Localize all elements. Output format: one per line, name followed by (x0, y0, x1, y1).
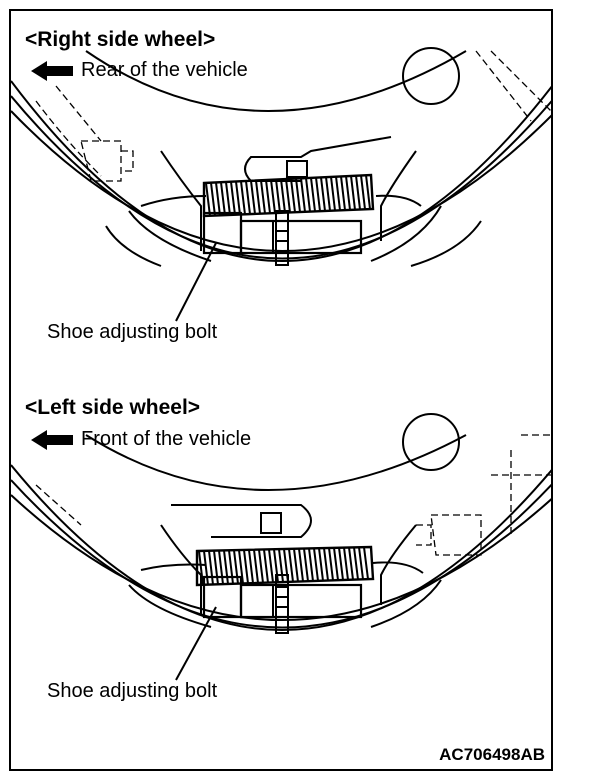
spring-coil-turn (363, 546, 369, 580)
shoe-adjusting-bolt-label: Shoe adjusting bolt (47, 680, 218, 702)
lever-loop (171, 504, 312, 538)
right-wheel-drawing (11, 47, 551, 322)
callout-leader (175, 242, 217, 322)
spring-coil-turn (303, 548, 309, 582)
hub-hole (402, 47, 460, 105)
spring-coil-turn (283, 548, 289, 583)
spring-coil-turn (238, 549, 244, 584)
spring-coil-turn (298, 548, 304, 582)
spring-coil-turn (320, 177, 326, 212)
spring-coil-turn (290, 178, 296, 213)
spring-coil-turn (230, 181, 236, 216)
right-wheel-heading: <Right side wheel> (25, 28, 216, 51)
spring-coil-turn (270, 179, 276, 214)
spring-coil-turn (285, 178, 291, 213)
spring-coil-turn (243, 549, 249, 584)
callout-leader (175, 606, 217, 681)
spring-coil-turn (280, 179, 286, 213)
spring-coil-turn (343, 547, 349, 580)
spring-coil-turn (235, 181, 241, 215)
direction-label: Rear of the vehicle (81, 59, 248, 81)
direction-label: Front of the vehicle (81, 428, 252, 450)
spring-coil-turn (333, 547, 339, 581)
diagram-frame: <Right side wheel> Rear of the vehicle S… (9, 9, 553, 771)
right-wheel-panel: <Right side wheel> Rear of the vehicle S… (11, 11, 551, 371)
spring-coil-turn (208, 550, 214, 585)
spring-coil-turn (330, 176, 336, 211)
spring-coil-turn (305, 177, 311, 212)
spring-coil-turn (300, 178, 306, 212)
spring-coil-turn (273, 549, 279, 583)
spring-coil-turn (358, 547, 364, 580)
backing-plate-arc (85, 50, 467, 112)
star-wheel (275, 210, 289, 266)
right-wheel-direction: Rear of the vehicle (31, 59, 248, 82)
spring-coil-turn (223, 550, 229, 585)
spring-coil-turn (253, 549, 259, 584)
spring-coil-turn (335, 176, 341, 211)
left-arrow-icon (31, 60, 73, 81)
spring-coil-turn (228, 550, 234, 585)
spring-coil-turn (240, 181, 246, 215)
left-arrow-icon (31, 429, 73, 450)
spring-coil-turn (365, 174, 371, 210)
spring-coil-turn (360, 175, 366, 210)
spring-coil-turn (275, 179, 281, 214)
left-wheel-panel: <Left side wheel> Front of the vehicle S… (11, 375, 551, 735)
spring-coil-turn (198, 550, 204, 586)
spring-coil-turn (268, 549, 274, 583)
spring-coil-turn (258, 549, 264, 583)
spring-coil-turn (310, 177, 316, 212)
spring-coil-turn (345, 175, 351, 211)
spring-coil-turn (340, 176, 346, 211)
spring-coil-turn (255, 180, 261, 214)
spring-coil-turn (325, 176, 331, 211)
spring-coil-turn (210, 182, 216, 216)
spring-coil-turn (315, 177, 321, 212)
spring-coil-turn (348, 547, 354, 580)
spring-coil-turn (278, 548, 284, 583)
spring-coil-turn (318, 548, 324, 581)
spring-coil-turn (308, 548, 314, 582)
star-wheel (275, 574, 289, 634)
spring-coil-turn (245, 180, 251, 215)
spring-coil-turn (353, 547, 359, 580)
shoe-adjusting-bolt-label: Shoe adjusting bolt (47, 321, 218, 343)
spring-coil-turn (355, 175, 361, 210)
spring-coil-turn (295, 178, 301, 213)
spring-coil-turn (250, 180, 256, 215)
drum-inner-arc (11, 95, 551, 260)
spring-coil-turn (205, 182, 211, 217)
spring-coil-turn (218, 550, 224, 585)
spring-coil-turn (260, 180, 266, 214)
spring-coil-turn (248, 549, 254, 584)
spring-coil-turn (328, 547, 334, 581)
figure-code: AC706498AB (439, 745, 545, 764)
spring-coil-turn (263, 549, 269, 583)
spring-coil-turn (288, 548, 294, 582)
spring-coil-turn (313, 548, 319, 582)
spring-coil-turn (350, 175, 356, 210)
spring-coil-turn (293, 548, 299, 582)
drum-inner-arc (11, 479, 551, 629)
drum-outer-arc (11, 464, 551, 631)
hub-hole (402, 413, 460, 471)
spring-coil-turn (203, 550, 209, 585)
spring-coil-turn (213, 550, 219, 585)
spring-coil-turn (233, 550, 239, 584)
spring-coil-turn (220, 182, 226, 216)
spring-coil-turn (323, 547, 329, 581)
spring-coil-turn (215, 182, 221, 216)
spring-coil-turn (265, 179, 271, 214)
left-wheel-heading: <Left side wheel> (25, 396, 201, 419)
left-wheel-direction: Front of the vehicle (31, 428, 251, 451)
left-wheel-drawing (11, 413, 551, 681)
spring-coil-turn (225, 181, 231, 216)
spring-coil-turn (338, 547, 344, 581)
